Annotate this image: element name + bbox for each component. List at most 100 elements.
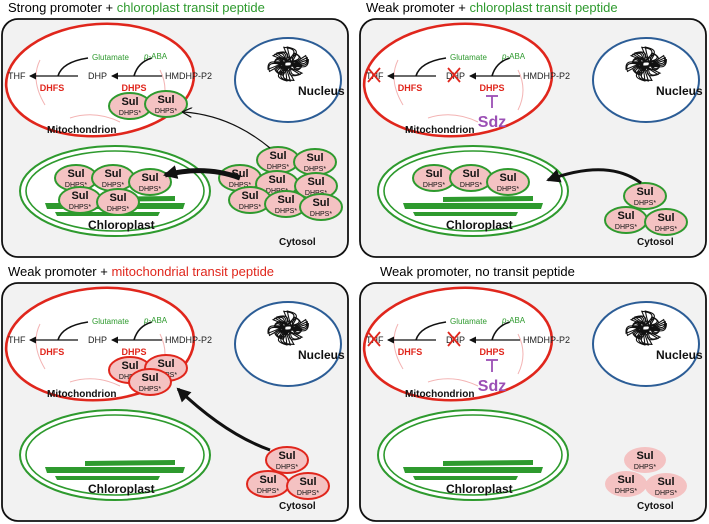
panel-title-2: Weak promoter + chloroplast transit pept…: [366, 0, 618, 15]
dhps-star-label: DHPS*: [297, 490, 319, 497]
chloroplast-label: Chloroplast: [446, 218, 513, 232]
dhps-star-label: DHPS*: [310, 211, 332, 218]
panel-4: THFGlutamateDHFSDHPp-ABAHMDHP-P2DHPSMito…: [359, 282, 707, 522]
sul-label: Sul: [306, 152, 323, 164]
dhps-star-label: DHPS*: [139, 386, 161, 393]
cytosol-label: Cytosol: [637, 501, 674, 512]
sul-cell-shape: [486, 168, 530, 196]
sul-label: Sul: [277, 194, 294, 206]
sul-label: Sul: [157, 358, 174, 370]
nucleus-label: Nucleus: [656, 84, 703, 98]
sul-label: Sul: [425, 168, 442, 180]
paba-input-arrow: [491, 321, 511, 341]
thylakoid-stack: [45, 467, 185, 473]
dhps-star-label: DHPS*: [655, 226, 677, 233]
cristae-lines: [393, 323, 524, 387]
hmdhp-label: HMDHP-P2: [165, 335, 212, 345]
hmdhp-label: HMDHP-P2: [523, 71, 570, 81]
dhps-star-label: DHPS*: [69, 204, 91, 211]
dhfs-label: DHFS: [398, 83, 423, 93]
paba-input-arrow: [133, 57, 153, 77]
dhp-blocked-cross: [447, 67, 461, 83]
sul-label: Sul: [499, 172, 516, 184]
dhps-star-label: DHPS*: [107, 206, 129, 213]
sul-cell-shape: [286, 472, 330, 500]
sul-cell-shape: [644, 208, 688, 236]
thf-label: THF: [8, 335, 26, 345]
thf-label: THF: [8, 71, 26, 81]
paba-input-arrow: [133, 321, 153, 341]
hmdhp-label: HMDHP-P2: [523, 335, 570, 345]
cytosol-label: Cytosol: [637, 237, 674, 248]
dhps-star-label: DHPS*: [304, 166, 326, 173]
cross-stroke: [367, 67, 381, 83]
dhps-star-label: DHPS*: [634, 464, 656, 471]
mitochondrion-label: Mitochondrion: [405, 389, 474, 400]
thylakoid-stack: [443, 460, 533, 466]
sul-label: Sul: [141, 172, 158, 184]
thylakoid-stack: [413, 212, 518, 216]
nucleus-label: Nucleus: [298, 348, 345, 362]
sul-label: Sul: [268, 174, 285, 186]
chromatin-icon: [625, 46, 667, 82]
sul-label: Sul: [71, 190, 88, 202]
glutamate-label: Glutamate: [450, 53, 487, 62]
chromatin-icon: [267, 46, 309, 82]
panel-title-1: Strong promoter + chloroplast transit pe…: [8, 0, 265, 15]
nucleus: Nucleus: [592, 301, 703, 387]
sul-cell-shape: [645, 473, 687, 499]
dhps-star-label: DHPS*: [239, 204, 261, 211]
chloroplast-label: Chloroplast: [88, 482, 155, 496]
dhps-star-label: DHPS*: [257, 488, 279, 495]
sul-label: Sul: [157, 94, 174, 106]
glutamate-input-arrow: [57, 57, 89, 77]
dhps-star-label: DHPS*: [615, 224, 637, 231]
panel-title-3: Weak promoter + mitochondrial transit pe…: [8, 264, 275, 279]
sul-cell-shape: [144, 90, 188, 118]
sul-label: Sul: [141, 372, 158, 384]
thylakoid-stack: [413, 476, 518, 480]
dhp-label: DHP: [88, 335, 107, 345]
chloroplast: Chloroplast: [377, 409, 569, 501]
sul-cell-shape: [624, 447, 666, 473]
chloroplast-inner-membrane: [25, 150, 205, 232]
cross-stroke: [367, 331, 381, 347]
sul-cell-shape: [623, 182, 667, 210]
sul-label: Sul: [312, 197, 329, 209]
chloroplast: Chloroplast: [19, 409, 211, 501]
sul-label: Sul: [617, 474, 634, 486]
sul-label: Sul: [67, 168, 84, 180]
nucleus: Nucleus: [592, 37, 703, 123]
paba-label: p-ABA: [501, 316, 526, 325]
import-arrow-mitochondrion: [183, 112, 271, 149]
chloroplast-label: Chloroplast: [446, 482, 513, 496]
dhps-star-label: DHPS*: [267, 164, 289, 171]
dhp-blocked-cross: [447, 331, 461, 347]
sul-label: Sul: [299, 476, 316, 488]
cytosol-label: Cytosol: [279, 501, 316, 512]
sul-cell-shape: [128, 368, 172, 396]
cristae-lines: [393, 59, 524, 123]
dhps-star-label: DHPS*: [655, 490, 677, 497]
dhps-label: DHPS: [479, 83, 504, 93]
dhps-star-label: DHPS*: [615, 488, 637, 495]
mitochondrion-label: Mitochondrion: [47, 125, 116, 136]
dhfs-label: DHFS: [40, 83, 65, 93]
dhps-star-label: DHPS*: [423, 182, 445, 189]
paba-label: p-ABA: [143, 316, 168, 325]
mitochondrion: THFGlutamateDHFSDHPp-ABAHMDHP-P2DHPSMito…: [362, 22, 570, 138]
chloroplast-inner-membrane: [383, 150, 563, 232]
sul-label: Sul: [462, 168, 479, 180]
dhps-star-label: DHPS*: [460, 182, 482, 189]
drug-label: Sdz: [478, 114, 506, 131]
thylakoid-stack: [403, 467, 543, 473]
thylakoid-stack: [403, 203, 543, 209]
